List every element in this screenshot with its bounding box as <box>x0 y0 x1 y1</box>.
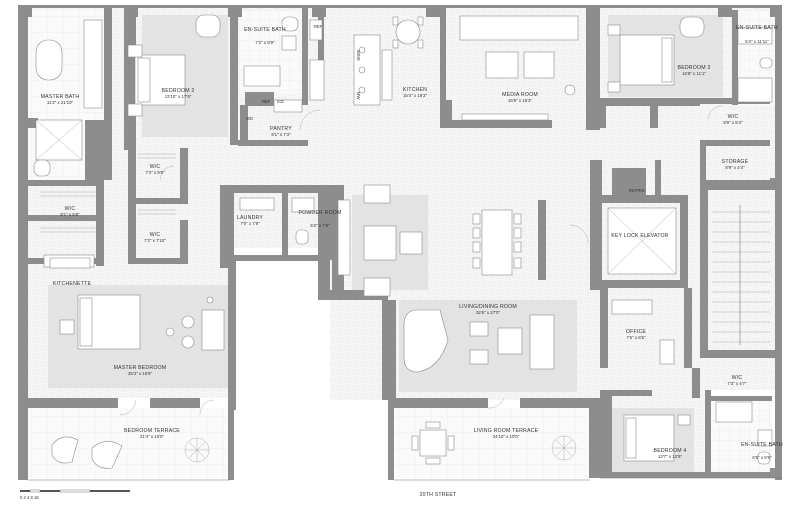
room-labels: MASTER BATH 11'3" x 21'10" BEDROOM 2 13'… <box>41 25 783 460</box>
label-en-suite-bath-2: EN-SUITE BATH <box>244 27 286 33</box>
dims-wic-2: 7'3" x 9'0" <box>145 170 165 175</box>
label-refrig: REFRIG <box>629 188 645 193</box>
dims-en-suite-bath-4: 6'5" x 8'6" <box>752 455 772 460</box>
dims-office: 7'6" x 8'5" <box>626 335 646 340</box>
label-powder-room: POWDER ROOM <box>298 210 341 216</box>
label-master-bath: MASTER BATH <box>41 94 80 100</box>
scale-bar: 0 2 4 8 16 <box>20 489 130 500</box>
label-wic-3: W/C <box>728 114 739 120</box>
street-label: 20TH STREET <box>420 492 457 498</box>
label-en-suite-bath-4: EN-SUITE BATH <box>741 442 783 448</box>
dims-en-suite-bath-3: 5'4" x 11'11" <box>745 39 769 44</box>
dims-bedroom-2: 13'10" x 17'9" <box>165 94 192 99</box>
walls <box>18 5 782 480</box>
label-living-room-terrace: LIVING ROOM TERRACE <box>474 428 539 434</box>
label-ref-1: REF <box>314 24 323 29</box>
label-mw: MW <box>356 92 361 99</box>
label-office: OFFICE <box>626 329 647 335</box>
dims-en-suite-bath-2: 7'2" x 9'9" <box>255 40 275 45</box>
label-master-bedroom: MASTER BEDROOM <box>114 365 167 371</box>
dims-kitchen: 15'4" x 18'3" <box>403 93 428 98</box>
label-ref-2: REF <box>262 99 271 104</box>
dims-master-bedroom: 25'3" x 15'8" <box>128 371 153 376</box>
label-wic-master-1: W/C <box>65 206 76 212</box>
label-wine: WINE <box>356 50 361 61</box>
dims-wic-3: 8'9" x 5'4" <box>723 120 743 125</box>
dims-laundry: 7'0" x 7'8" <box>240 221 260 226</box>
label-ice: ICE <box>277 99 284 104</box>
label-pantry: PANTRY <box>270 126 292 132</box>
dims-wic-master-2: 7'2" x 7'10" <box>144 238 166 243</box>
label-bedroom-3: BEDROOM 3 <box>678 65 711 71</box>
label-wic-master-2: W/C <box>150 232 161 238</box>
dims-bedroom-3: 16'8" x 11'1" <box>682 71 706 76</box>
label-living-dining: LIVING/DINING ROOM <box>459 304 517 310</box>
dims-bedroom-4: 13'7" x 12'9" <box>658 454 683 459</box>
label-bedroom-2: BEDROOM 2 <box>162 88 195 94</box>
dims-media-room: 16'9" x 15'3" <box>508 98 533 103</box>
terrace-railings <box>28 477 782 481</box>
dims-living-room-terrace: 24'10" x 10'0" <box>493 434 520 439</box>
fixture-labels: REF REF ICE WINE MW WD REFRIG <box>246 24 645 193</box>
dims-storage: 8'9" x 4'4" <box>725 165 745 170</box>
door-swings <box>119 105 723 416</box>
dims-wic-master-1: 8'1" x 5'8" <box>60 212 80 217</box>
furniture <box>33 14 773 469</box>
label-key-lock-elevator: KEY LOCK ELEVATOR <box>611 233 669 239</box>
label-wic-2: W/C <box>150 164 161 170</box>
dims-wic-4: 7'3" x 4'7" <box>727 381 747 386</box>
footer: 20TH STREET 0 2 4 8 16 <box>20 489 457 500</box>
label-bedroom-4: BEDROOM 4 <box>654 448 687 454</box>
dims-master-bath: 11'3" x 21'10" <box>47 100 74 105</box>
dims-living-dining: 32'6" x 27'0" <box>476 310 501 315</box>
dims-bedroom-terrace: 21'4" x 10'0" <box>140 434 165 439</box>
scale-bar-label: 0 2 4 8 16 <box>20 495 39 500</box>
label-kitchenette: KITCHENETTE <box>53 281 92 287</box>
label-wd: WD <box>246 116 253 121</box>
dims-powder-room: 5'2" x 7'8" <box>310 223 330 228</box>
label-en-suite-bath-3: EN-SUITE BATH <box>736 25 778 31</box>
label-media-room: MEDIA ROOM <box>502 92 538 98</box>
label-kitchen: KITCHEN <box>403 87 427 93</box>
label-wic-4: W/C <box>732 375 743 381</box>
label-storage: STORAGE <box>722 159 749 165</box>
dims-pantry: 8'1" x 7'3" <box>271 132 291 137</box>
label-laundry: LAUNDRY <box>237 215 263 221</box>
label-bedroom-terrace: BEDROOM TERRACE <box>124 428 180 434</box>
